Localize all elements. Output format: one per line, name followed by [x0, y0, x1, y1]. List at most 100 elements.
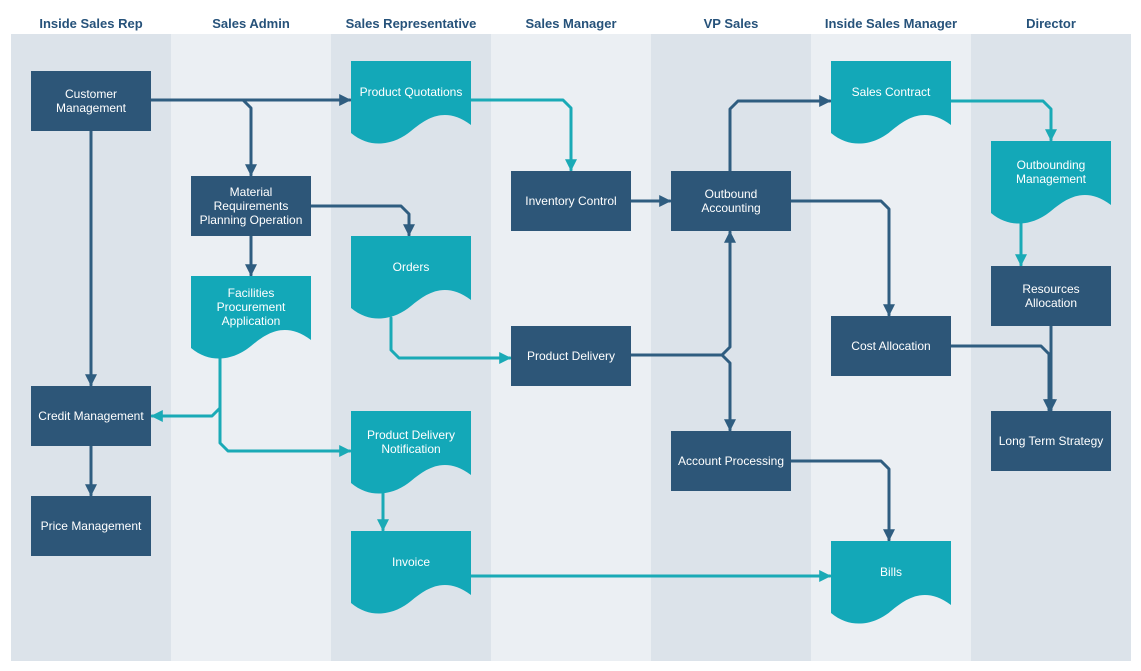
- connector-product-delivery-to-outbound-accounting: [629, 230, 736, 357]
- node-invoice[interactable]: Invoice: [351, 531, 471, 614]
- node-label-line: Accounting: [701, 201, 760, 215]
- node-inventory-control[interactable]: Inventory Control: [511, 171, 631, 231]
- process-box: [31, 386, 151, 446]
- node-label-orders: Orders: [393, 260, 430, 274]
- document-shape: [831, 541, 951, 624]
- node-product-delivery[interactable]: Product Delivery: [511, 326, 631, 386]
- lane-title-inside-sales-rep: Inside Sales Rep: [39, 16, 142, 31]
- node-label-line: Notification: [381, 442, 440, 456]
- node-label-cost-allocation: Cost Allocation: [851, 339, 930, 353]
- process-box: [511, 326, 631, 386]
- document-shape: [351, 411, 471, 494]
- node-label-line: Product Delivery: [367, 428, 455, 442]
- node-label-line: Product Quotations: [360, 85, 463, 99]
- node-label-long-term-strategy: Long Term Strategy: [999, 434, 1104, 448]
- node-label-inventory-control: Inventory Control: [525, 194, 616, 208]
- connector-customer-management-to-material-requirements: [149, 98, 257, 177]
- node-label-line: Account Processing: [678, 454, 784, 468]
- node-long-term-strategy[interactable]: Long Term Strategy: [991, 411, 1111, 471]
- node-label-line: Requirements: [214, 199, 289, 213]
- lane-title-director: Director: [1026, 16, 1076, 31]
- node-label-line: Application: [222, 314, 281, 328]
- node-label-line: Outbound: [705, 187, 758, 201]
- node-label-line: Product Delivery: [527, 349, 615, 363]
- document-shape: [191, 276, 311, 359]
- node-label-line: Inventory Control: [525, 194, 616, 208]
- document-shape: [831, 61, 951, 144]
- process-box: [991, 411, 1111, 471]
- document-shape: [991, 141, 1111, 224]
- process-box: [31, 496, 151, 556]
- node-label-line: Bills: [880, 565, 902, 579]
- connector-material-requirements-to-orders: [309, 204, 415, 237]
- node-label-line: Outbounding: [1017, 158, 1086, 172]
- connector-cost-allocation-to-long-term-strategy: [949, 344, 1055, 412]
- connector-sales-contract-to-outbounding-management: [949, 99, 1057, 142]
- node-label-line: Procurement: [217, 300, 286, 314]
- process-box: [191, 176, 311, 236]
- document-shape: [351, 531, 471, 614]
- process-box: [671, 431, 791, 491]
- node-orders[interactable]: Orders: [351, 236, 471, 319]
- node-label-line: Material: [230, 185, 273, 199]
- node-bills[interactable]: Bills: [831, 541, 951, 624]
- node-label-line: Management: [1016, 172, 1087, 186]
- node-label-credit-management: Credit Management: [38, 409, 144, 423]
- connector-product-delivery-to-account-processing: [720, 353, 736, 432]
- connector-orders-to-product-delivery: [389, 316, 512, 364]
- process-box: [831, 316, 951, 376]
- node-label-line: Orders: [393, 260, 430, 274]
- lane-title-vp-sales: VP Sales: [704, 16, 759, 31]
- node-label-line: Facilities: [228, 286, 275, 300]
- node-label-line: Planning Operation: [200, 213, 303, 227]
- process-box: [511, 171, 631, 231]
- lane-title-sales-manager: Sales Manager: [525, 16, 616, 31]
- node-label-line: Invoice: [392, 555, 430, 569]
- node-label-line: Price Management: [41, 519, 142, 533]
- node-product-quotations[interactable]: Product Quotations: [351, 61, 471, 144]
- process-box: [991, 266, 1111, 326]
- process-box: [31, 71, 151, 131]
- node-label-account-processing: Account Processing: [678, 454, 784, 468]
- document-shape: [351, 61, 471, 144]
- node-credit-management[interactable]: Credit Management: [31, 386, 151, 446]
- node-label-line: Sales Contract: [852, 85, 931, 99]
- node-label-bills: Bills: [880, 565, 902, 579]
- node-label-product-quotations: Product Quotations: [360, 85, 463, 99]
- node-account-processing[interactable]: Account Processing: [671, 431, 791, 491]
- node-label-line: Cost Allocation: [851, 339, 930, 353]
- node-cost-allocation[interactable]: Cost Allocation: [831, 316, 951, 376]
- node-label-sales-contract: Sales Contract: [852, 85, 931, 99]
- connectors: [85, 94, 1057, 582]
- node-sales-contract[interactable]: Sales Contract: [831, 61, 951, 144]
- lane-title-sales-admin: Sales Admin: [212, 16, 290, 31]
- node-label-invoice: Invoice: [392, 555, 430, 569]
- node-label-line: Credit Management: [38, 409, 144, 423]
- connector-outbound-accounting-to-cost-allocation: [789, 199, 895, 317]
- node-label-product-delivery: Product Delivery: [527, 349, 615, 363]
- connector-account-processing-to-bills: [789, 459, 895, 542]
- node-label-line: Resources: [1022, 282, 1079, 296]
- lane-title-inside-sales-manager: Inside Sales Manager: [825, 16, 957, 31]
- node-label-line: Customer: [65, 87, 117, 101]
- process-box: [671, 171, 791, 231]
- document-shape: [351, 236, 471, 319]
- node-price-management[interactable]: Price Management: [31, 496, 151, 556]
- node-label-line: Management: [56, 101, 127, 115]
- connector-product-quotations-to-inventory-control: [469, 98, 577, 172]
